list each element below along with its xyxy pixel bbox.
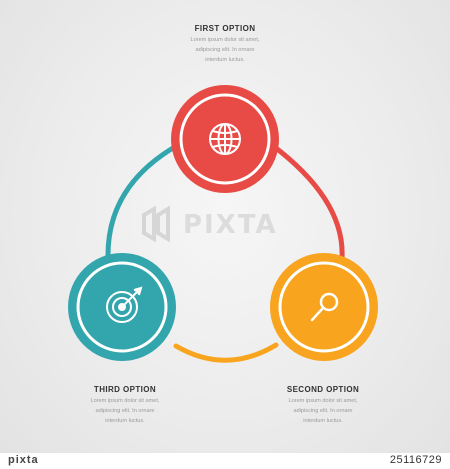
magnifier-icon (310, 292, 339, 322)
first-option-line: Lorem ipsum dolor sit amet, (190, 37, 260, 43)
first-option-title: FIRST OPTION (194, 24, 256, 33)
target-icon (106, 286, 143, 323)
arc-first-to-second (269, 142, 345, 261)
first-option-line: adipiscing elit. In ornare (195, 47, 255, 53)
watermark-text: PIXTA (183, 210, 278, 240)
node-third-option (68, 253, 176, 361)
first-option-description: Lorem ipsum dolor sit amet, adipiscing e… (155, 35, 295, 65)
watermark-logo-icon (142, 205, 170, 243)
second-option-line: Lorem ipsum dolor sit amet, (288, 398, 358, 404)
third-option-line: adipiscing elit. In ornare (95, 408, 155, 414)
footer-image-id: 25116729 (389, 454, 442, 466)
node-first-option (171, 85, 279, 193)
first-option-line: interdum luctus. (205, 57, 245, 63)
second-option-line: adipiscing elit. In ornare (293, 408, 353, 414)
footer-bar: pixta 25116729 (0, 453, 450, 469)
arc-second-to-third (173, 342, 279, 363)
globe-icon (209, 123, 241, 155)
third-option-description: Lorem ipsum dolor sit amet, adipiscing e… (55, 396, 195, 426)
second-option-title: SECOND OPTION (286, 385, 360, 394)
third-option-title: THIRD OPTION (93, 385, 157, 394)
footer-brand: pixta (8, 454, 39, 466)
node-second-option (270, 253, 378, 361)
second-option-line: interdum luctus. (303, 418, 343, 424)
arc-third-to-first (105, 142, 181, 258)
second-option-description: Lorem ipsum dolor sit amet, adipiscing e… (253, 396, 393, 426)
third-option-line: interdum luctus. (105, 418, 145, 424)
third-option-line: Lorem ipsum dolor sit amet, (90, 398, 160, 404)
